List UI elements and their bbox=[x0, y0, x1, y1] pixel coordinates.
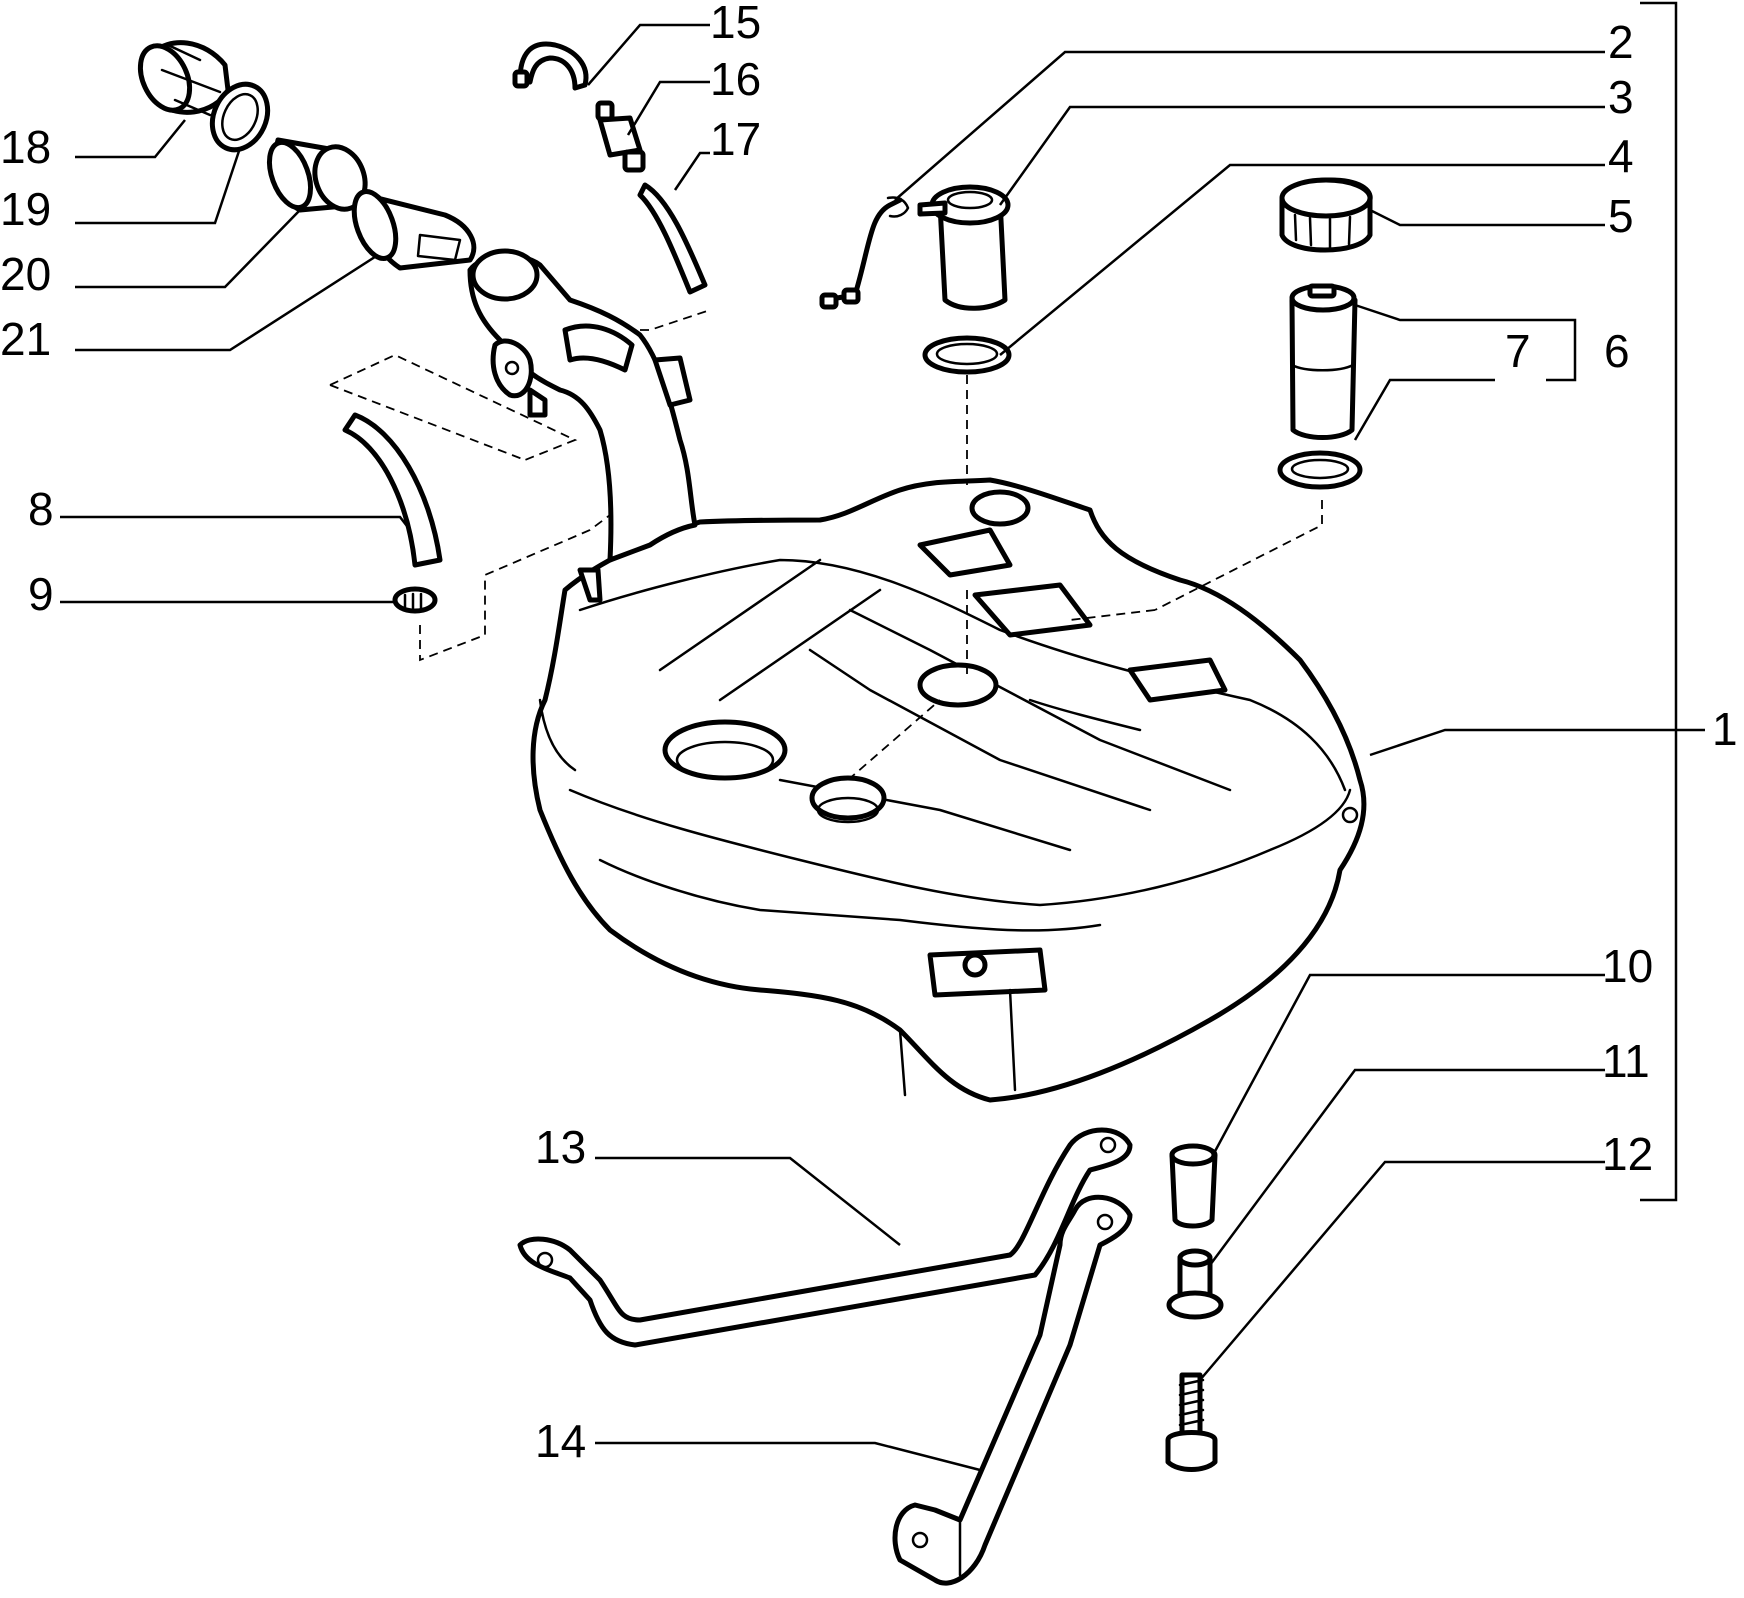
callout-9: 9 bbox=[28, 568, 54, 620]
rubber-pad-part-10 bbox=[1169, 1143, 1218, 1229]
group-bracket-6 bbox=[1546, 318, 1577, 382]
callout-13: 13 bbox=[535, 1121, 586, 1173]
callout-2: 2 bbox=[1608, 16, 1634, 68]
callout-10: 10 bbox=[1602, 940, 1653, 992]
strap-part-14 bbox=[892, 1194, 1133, 1586]
callout-16: 16 bbox=[710, 53, 761, 105]
callout-14: 14 bbox=[535, 1415, 586, 1467]
filler-neck-tube bbox=[467, 248, 698, 563]
callout-21: 21 bbox=[0, 313, 51, 365]
callout-3: 3 bbox=[1608, 71, 1634, 123]
callout-12: 12 bbox=[1602, 1128, 1653, 1180]
callout-5: 5 bbox=[1608, 190, 1634, 242]
callout-8: 8 bbox=[28, 483, 54, 535]
valve-part-16 bbox=[595, 100, 646, 173]
callout-17: 17 bbox=[710, 113, 761, 165]
leader-lines bbox=[60, 23, 1705, 1472]
callout-11: 11 bbox=[1602, 1035, 1650, 1087]
pipe-part-2 bbox=[819, 196, 910, 310]
hose-clamp-part-9 bbox=[392, 586, 438, 614]
filler-cap-part-18 bbox=[137, 40, 231, 117]
callout-labels: 1 2 3 4 5 6 7 8 9 10 11 12 13 14 15 16 1… bbox=[0, 0, 1738, 1467]
pipe-part-15 bbox=[512, 41, 589, 91]
callout-15: 15 bbox=[710, 0, 761, 48]
sleeve-part-20 bbox=[266, 137, 368, 213]
hose-part-8 bbox=[342, 412, 443, 568]
seal-ring-part-7 bbox=[1277, 450, 1363, 490]
callout-4: 4 bbox=[1608, 130, 1634, 182]
callout-20: 20 bbox=[0, 248, 51, 300]
spacer-part-11 bbox=[1166, 1248, 1224, 1320]
strap-part-13 bbox=[517, 1127, 1133, 1348]
callout-6: 6 bbox=[1604, 325, 1630, 377]
pump-unit-part-3 bbox=[917, 184, 1011, 311]
callout-18: 18 bbox=[0, 121, 51, 173]
ring-nut-part-5 bbox=[1279, 177, 1373, 253]
connector-part-21 bbox=[351, 189, 477, 271]
hose-part-17 bbox=[637, 182, 708, 295]
callout-7: 7 bbox=[1505, 325, 1531, 377]
group-bracket-1 bbox=[1640, 1, 1678, 1202]
fuel-tank-part-1 bbox=[530, 477, 1367, 1103]
level-gauge-part-6 bbox=[1289, 283, 1358, 440]
callout-19: 19 bbox=[0, 183, 51, 235]
seal-part-19 bbox=[209, 81, 271, 153]
callout-1: 1 bbox=[1712, 703, 1738, 755]
seal-ring-part-4 bbox=[922, 335, 1012, 375]
bolt-part-12 bbox=[1165, 1372, 1218, 1472]
assembly-guide-lines bbox=[329, 309, 1323, 781]
